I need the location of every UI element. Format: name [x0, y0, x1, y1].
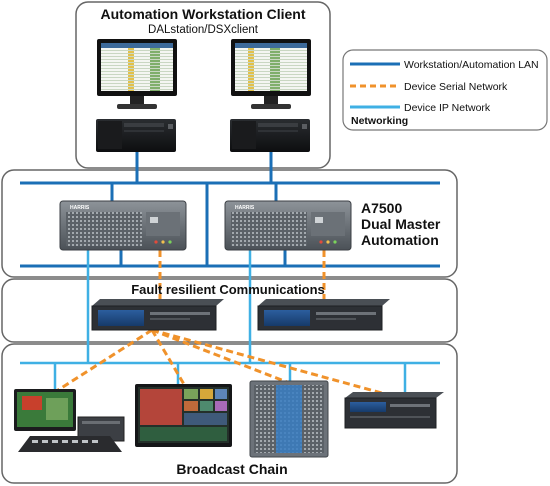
serial-to-server [151, 328, 401, 400]
multiviewer-display [135, 384, 232, 447]
serial-to-router [151, 328, 293, 386]
communications-title: Fault resilient Communications [131, 282, 325, 297]
monitor-1 [97, 39, 177, 109]
video-server [344, 392, 444, 429]
workstation-1 [96, 39, 177, 152]
server-tower-1 [96, 119, 176, 152]
lan-network [20, 152, 440, 268]
comm-unit-2 [257, 299, 390, 331]
client-title: Automation Workstation Client [100, 6, 305, 22]
broadcast-title: Broadcast Chain [176, 461, 287, 477]
master-server-1: HARRIS [59, 200, 187, 251]
master-server-2: HARRIS [224, 200, 352, 251]
legend: Workstation/Automation LAN Device Serial… [342, 49, 548, 131]
serial-to-switcher [54, 328, 153, 394]
comm-unit-1 [91, 299, 224, 331]
serial-network [54, 250, 401, 400]
client-subtitle: DALstation/DSXclient [148, 24, 259, 36]
master-server-2-brand: HARRIS [235, 205, 255, 211]
switcher-station [14, 389, 125, 452]
legend-box [342, 49, 548, 131]
automation-title-line3: Automation [361, 232, 439, 248]
monitor-2 [231, 39, 311, 109]
router-frame [249, 380, 329, 458]
legend-label-serial: Device Serial Network [404, 81, 508, 93]
legend-label-ip: Device IP Network [404, 102, 491, 114]
master-server-1-brand: HARRIS [70, 205, 90, 211]
automation-title-line1: A7500 [361, 200, 402, 216]
legend-label-lan: Workstation/Automation LAN [404, 59, 539, 71]
legend-footer: Networking [351, 115, 408, 127]
workstation-2 [230, 39, 311, 152]
ip-network [20, 250, 440, 395]
automation-title-line2: Dual Master [361, 216, 441, 232]
server-tower-2 [230, 119, 310, 152]
